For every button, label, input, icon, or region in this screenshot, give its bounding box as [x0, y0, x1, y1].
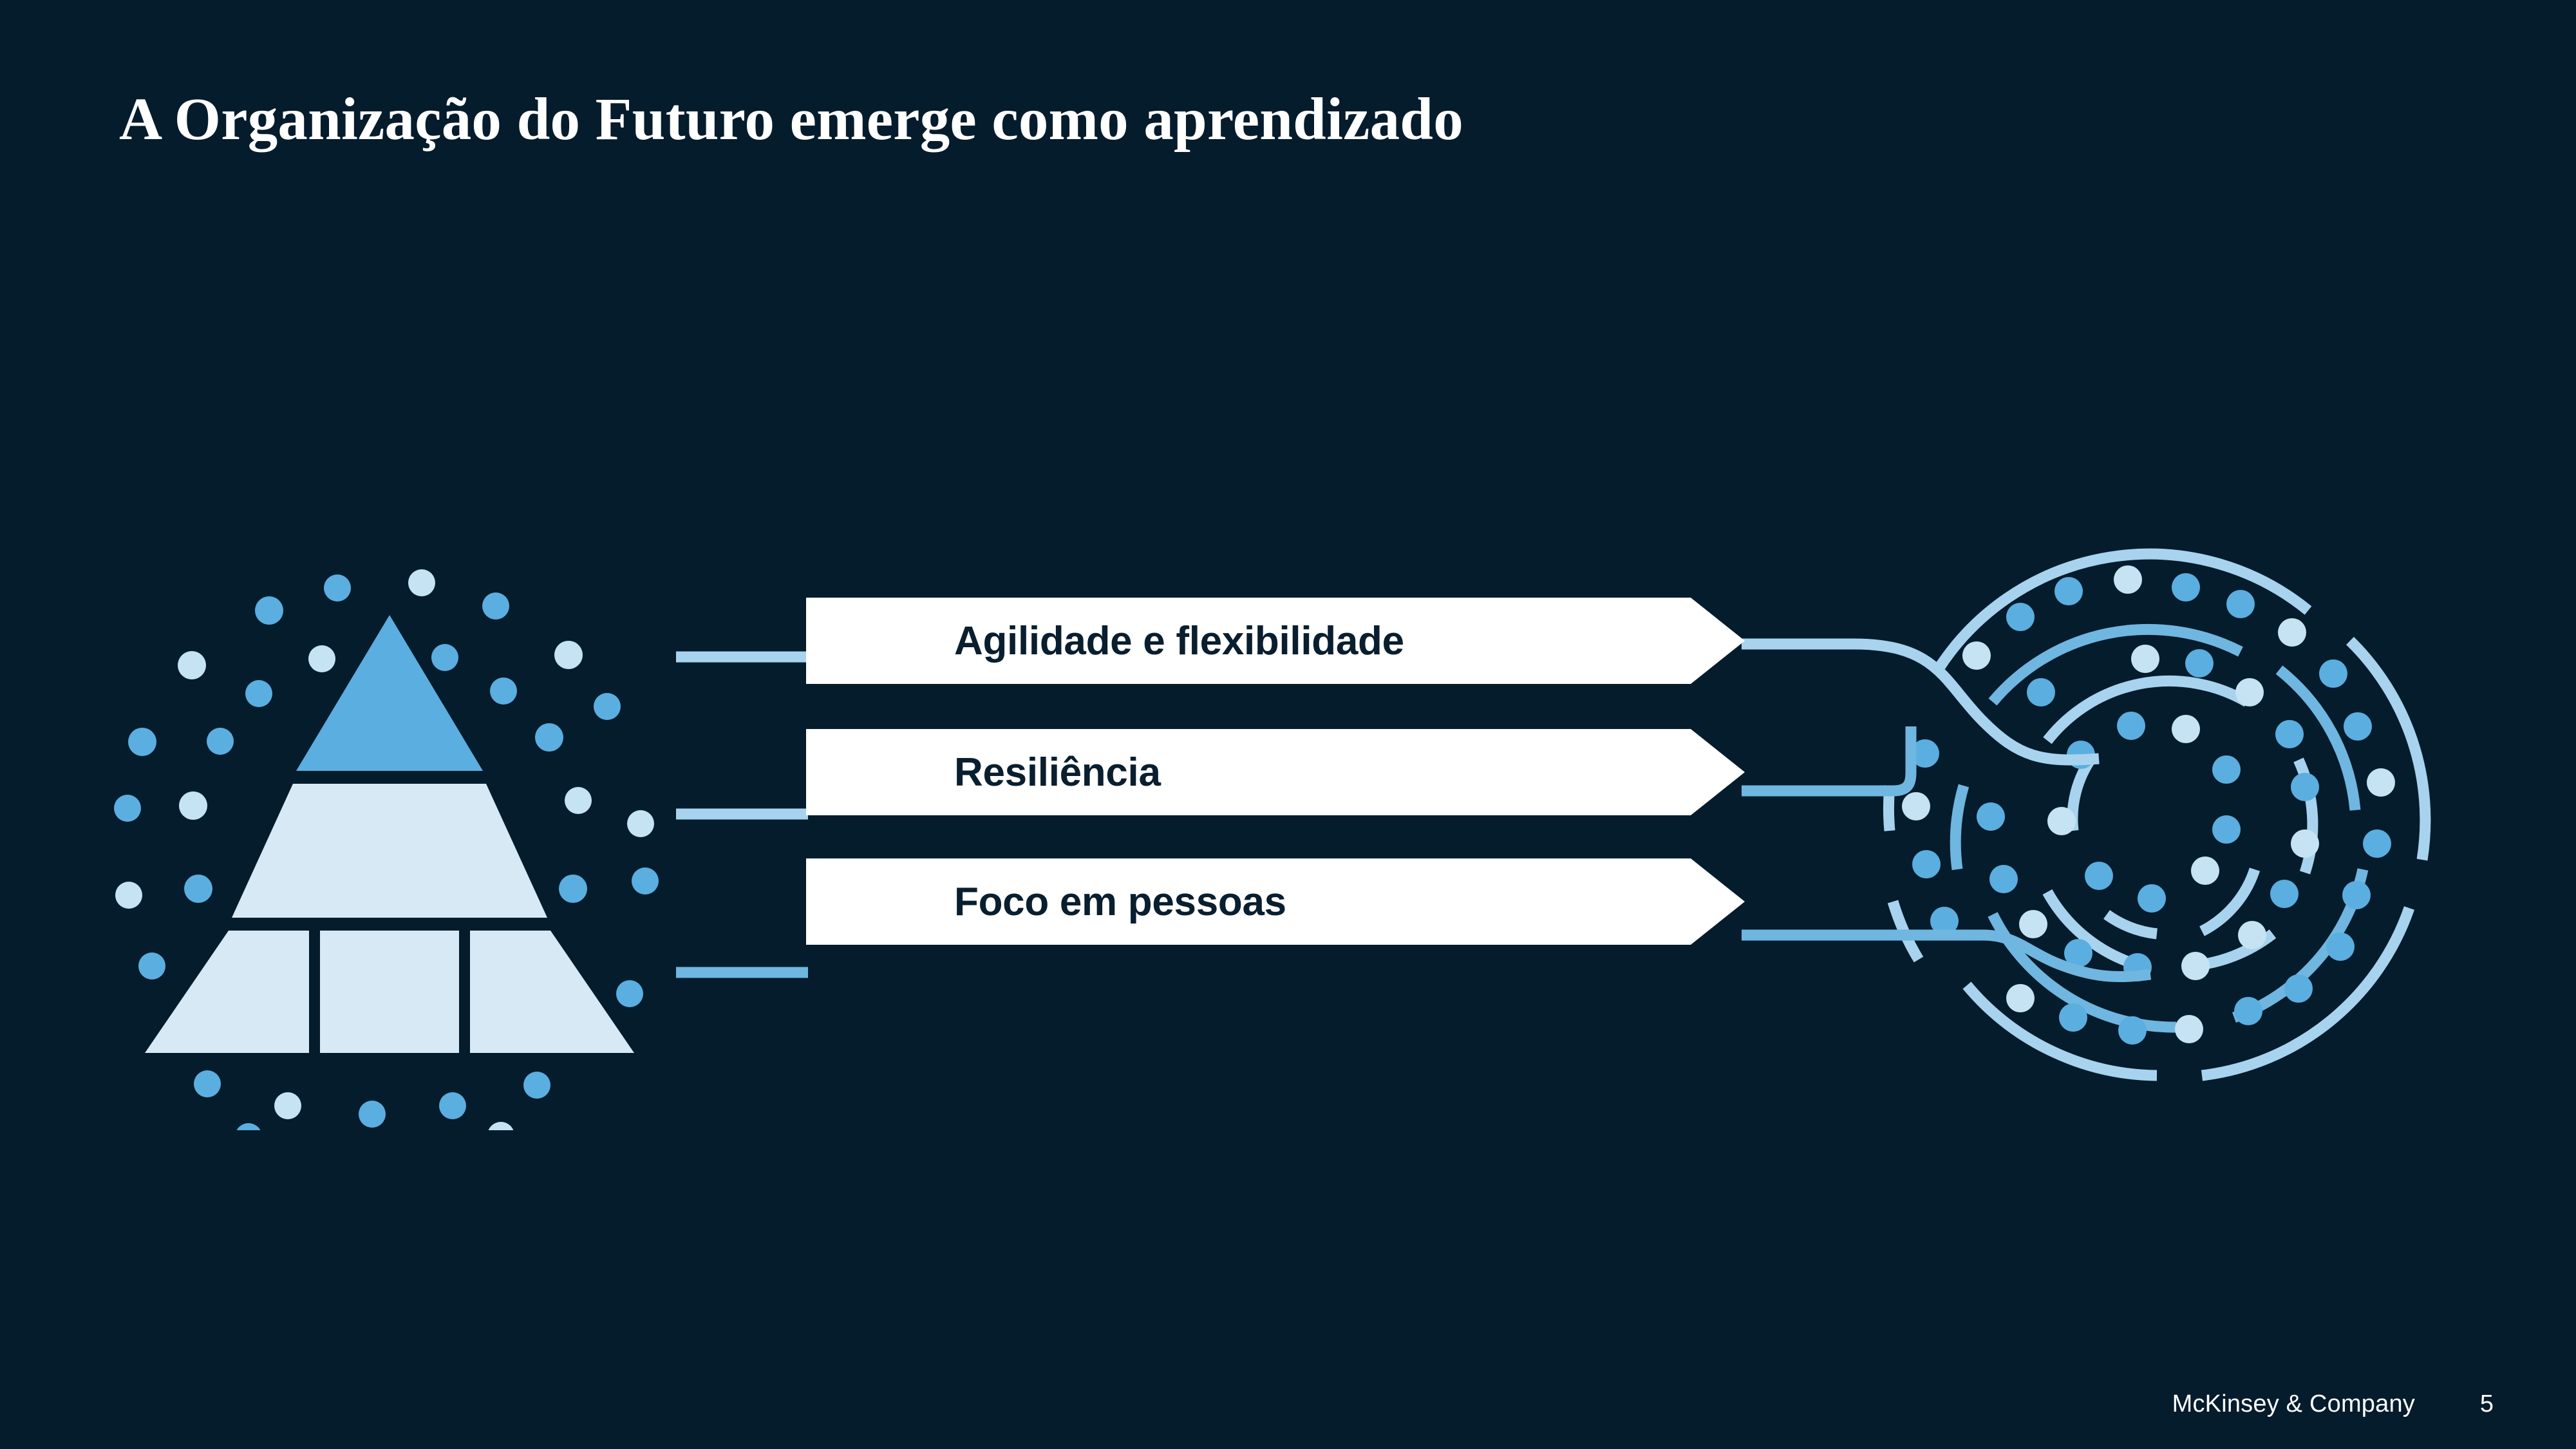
pyramid-middle-tier [232, 784, 547, 918]
arc-rings [1883, 548, 2431, 1081]
banner-resiliencia[interactable]: Resiliência [806, 729, 1745, 815]
pyramid-graphic [97, 544, 682, 1130]
banner-label: Agilidade e flexibilidade [954, 618, 1404, 663]
page-number: 5 [2479, 1390, 2494, 1417]
pyramid-dot-cluster [114, 569, 659, 1130]
network-dot-cluster [1902, 565, 2395, 1045]
banner-agilidade[interactable]: Agilidade e flexibilidade [806, 598, 1745, 684]
pyramid-apex-triangle [296, 615, 483, 771]
banner-label: Foco em pessoas [954, 879, 1286, 924]
banner-label: Resiliência [954, 750, 1161, 795]
network-arcs-graphic [1854, 509, 2453, 1108]
slide-footer: McKinsey & Company 5 [1932, 1359, 2576, 1449]
banner-foco-em-pessoas[interactable]: Foco em pessoas [806, 858, 1745, 945]
pyramid-base-tier [145, 931, 634, 1053]
brand-label: McKinsey & Company [2172, 1390, 2415, 1417]
page-title: A Organização do Futuro emerge como apre… [119, 86, 1463, 153]
